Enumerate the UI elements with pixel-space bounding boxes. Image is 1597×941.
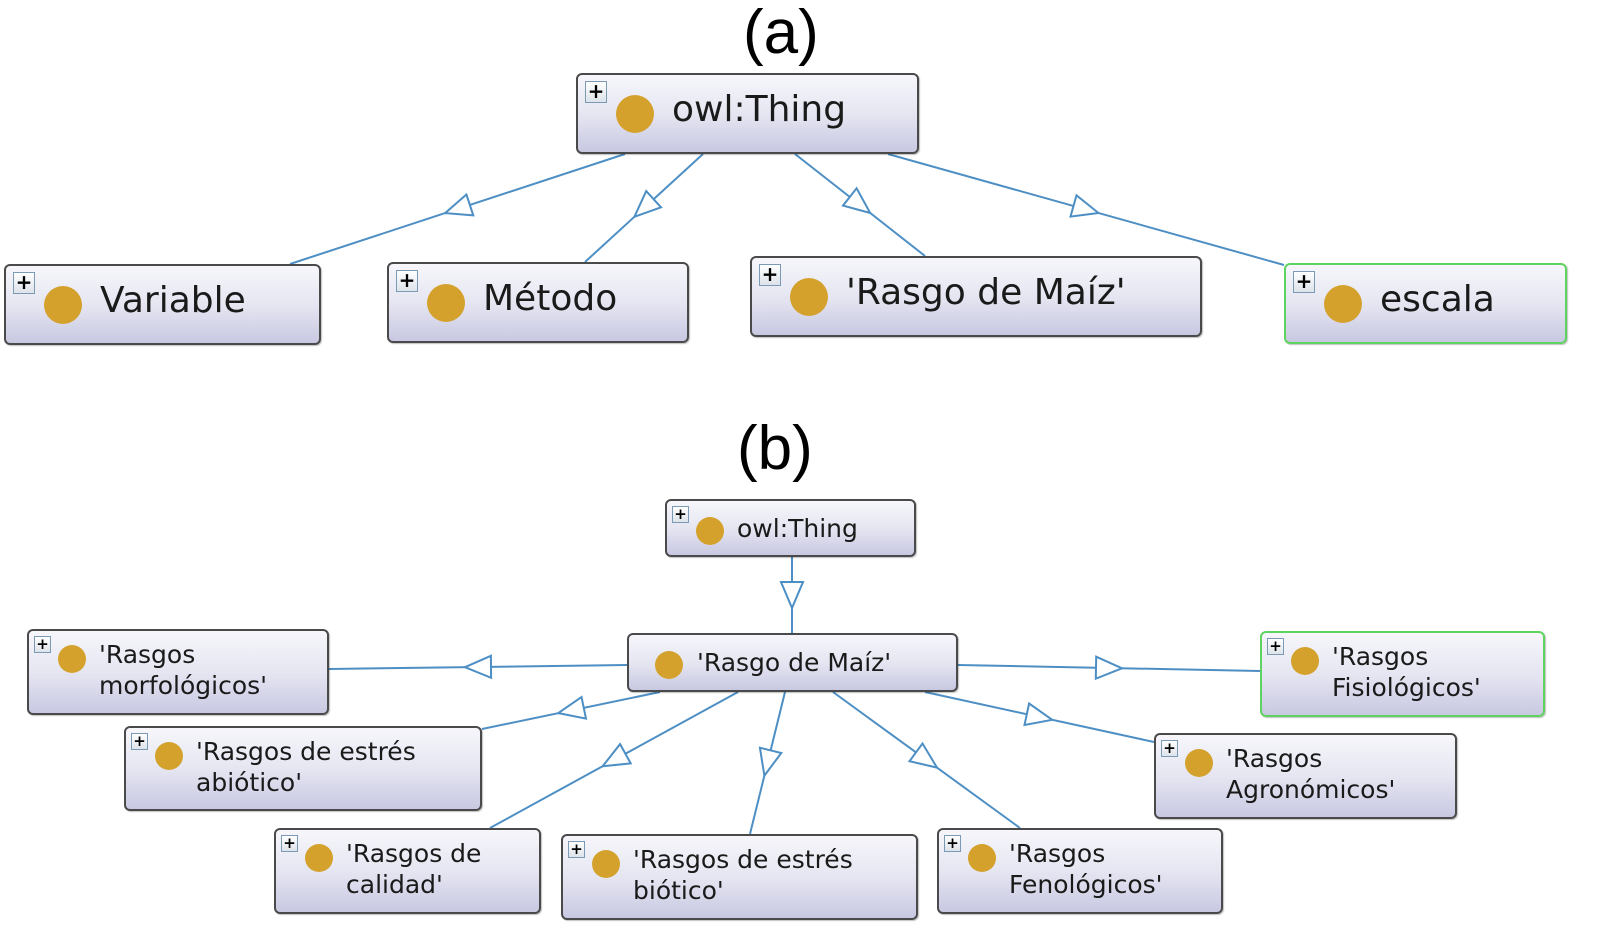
class-icon [1185, 749, 1213, 777]
node-rasgos-de-calidad[interactable]: + 'Rasgos de calidad' [274, 828, 541, 914]
expand-icon[interactable]: + [1267, 638, 1284, 655]
expand-icon[interactable]: + [568, 841, 585, 858]
node-label: owl:Thing [737, 514, 858, 543]
node-label: 'Rasgo de Maíz' [846, 272, 1126, 313]
expand-icon[interactable]: + [281, 835, 298, 852]
node-rasgos-morfologicos[interactable]: + 'Rasgos morfológicos' [27, 629, 329, 715]
class-icon [58, 645, 86, 673]
subclass-arrowhead [1069, 193, 1101, 218]
expand-icon[interactable]: + [759, 264, 781, 286]
subclass-arrowhead [1094, 655, 1125, 681]
node-metodo[interactable]: + Método [387, 262, 689, 343]
node-label: 'Rasgos de calidad' [346, 839, 482, 899]
expand-icon[interactable]: + [131, 733, 148, 750]
node-escala[interactable]: + escala [1284, 263, 1567, 344]
class-icon [1291, 647, 1319, 675]
class-icon [155, 742, 183, 770]
subclass-arrowhead [442, 192, 475, 217]
class-icon [1324, 285, 1362, 323]
subclass-arrowhead [779, 581, 805, 611]
node-label: 'Rasgos de estrés biótico' [633, 845, 853, 905]
class-icon [655, 651, 683, 679]
node-label: Método [483, 278, 618, 319]
subclass-arrowhead [1023, 701, 1055, 727]
expand-icon[interactable]: + [34, 636, 51, 653]
node-label: 'Rasgos morfológicos' [99, 640, 268, 700]
node-label: 'Rasgos Fenológicos' [1009, 839, 1163, 899]
class-icon [44, 286, 82, 324]
node-label: 'Rasgos Fisiológicos' [1332, 642, 1481, 702]
subclass-arrowhead [555, 695, 588, 720]
subclass-arrowhead [600, 742, 633, 768]
node-label: 'Rasgos de estrés abiótico' [196, 737, 416, 797]
subclass-arrowhead [841, 186, 873, 215]
node-label: Variable [100, 280, 246, 321]
subclass-arrowhead [907, 741, 940, 770]
class-icon [790, 278, 828, 316]
node-label: 'Rasgos Agronómicos' [1226, 744, 1396, 804]
class-icon [616, 95, 654, 133]
node-label: escala [1380, 279, 1495, 320]
expand-icon[interactable]: + [585, 81, 607, 103]
class-icon [305, 844, 333, 872]
panel-label-b: (b) [737, 414, 813, 483]
node-rasgos-estres-abiotico[interactable]: + 'Rasgos de estrés abiótico' [124, 726, 482, 811]
expand-icon[interactable]: + [672, 506, 689, 523]
node-rasgos-agronomicos[interactable]: + 'Rasgos Agronómicos' [1154, 733, 1457, 819]
class-icon [968, 844, 996, 872]
subclass-arrowhead [462, 654, 493, 680]
node-owl-thing-b[interactable]: + owl:Thing [665, 499, 916, 557]
node-label: 'Rasgo de Maíz' [697, 648, 892, 677]
subclass-arrowhead [632, 189, 663, 219]
expand-icon[interactable]: + [944, 835, 961, 852]
expand-icon[interactable]: + [1293, 271, 1315, 293]
class-icon [427, 284, 465, 322]
node-owl-thing-a[interactable]: + owl:Thing [576, 73, 919, 154]
class-icon [696, 517, 724, 545]
expand-icon[interactable]: + [1161, 740, 1178, 757]
node-rasgos-fisiologicos[interactable]: + 'Rasgos Fisiológicos' [1260, 631, 1545, 717]
node-rasgos-fenologicos[interactable]: + 'Rasgos Fenológicos' [937, 828, 1223, 914]
panel-label-a: (a) [743, 0, 819, 67]
subclass-arrowhead [758, 746, 784, 779]
expand-icon[interactable]: + [13, 272, 35, 294]
node-label: owl:Thing [672, 89, 847, 130]
class-icon [592, 850, 620, 878]
node-rasgo-de-maiz-a[interactable]: + 'Rasgo de Maíz' [750, 256, 1202, 337]
expand-icon[interactable]: + [396, 270, 418, 292]
node-rasgos-estres-biotico[interactable]: + 'Rasgos de estrés biótico' [561, 834, 918, 920]
node-rasgo-de-maiz-b[interactable]: 'Rasgo de Maíz' [627, 633, 958, 692]
node-variable[interactable]: + Variable [4, 264, 321, 345]
